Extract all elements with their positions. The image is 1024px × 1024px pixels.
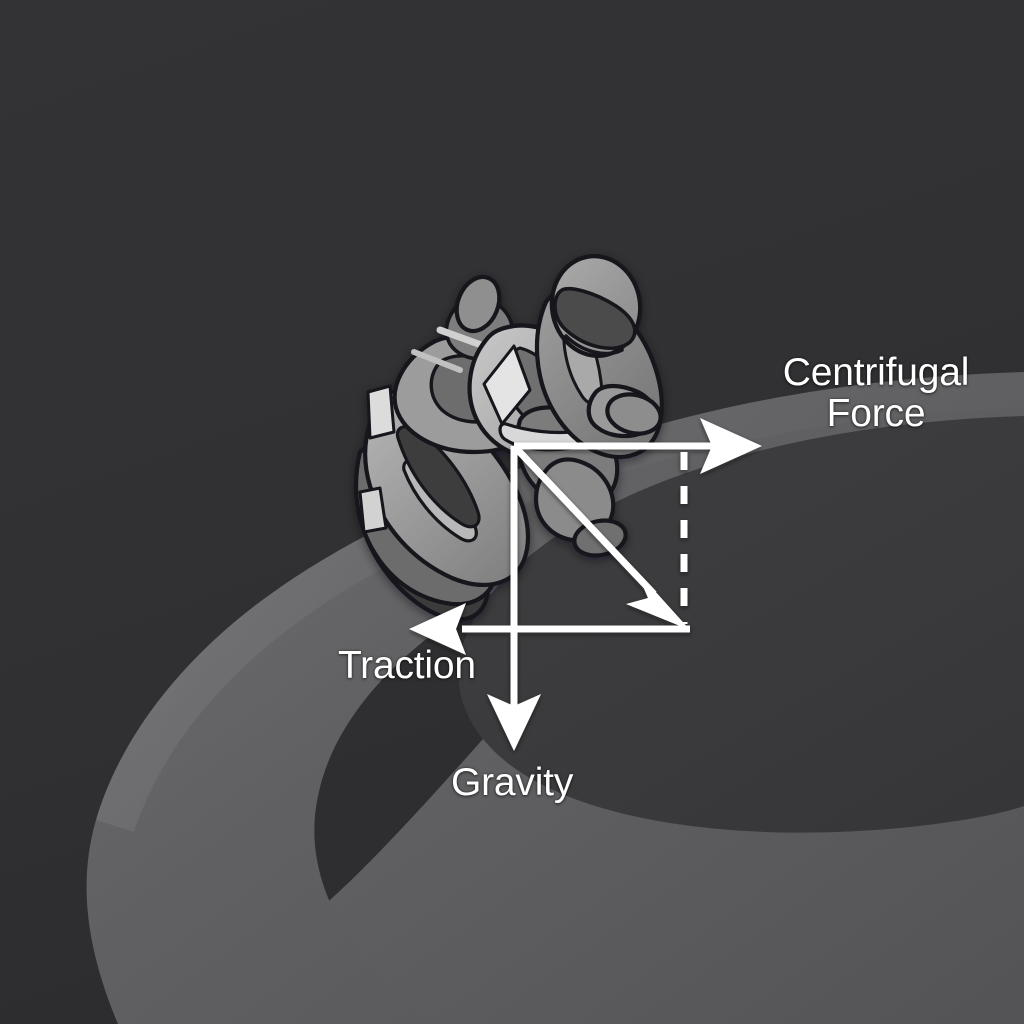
handlebar-lever	[411, 349, 463, 373]
mirror-left	[454, 274, 502, 334]
helmet-chin-bar	[564, 334, 624, 356]
resultant-arrowhead	[626, 570, 690, 630]
tank-highlight	[482, 344, 532, 426]
side-accent-lower	[358, 486, 388, 534]
motorcycle-and-rider	[354, 254, 664, 622]
helmet-visor	[553, 287, 637, 351]
gravity-arrowhead	[487, 694, 541, 751]
mirror-stalk	[436, 326, 488, 350]
resultant-vector-shaft	[511, 443, 657, 597]
force-vectors-group	[409, 418, 762, 751]
traction-arrowhead	[409, 603, 466, 655]
centrifugal-force-arrowhead	[700, 418, 762, 474]
rider-glove	[605, 392, 663, 436]
side-accent-upper	[366, 384, 396, 440]
